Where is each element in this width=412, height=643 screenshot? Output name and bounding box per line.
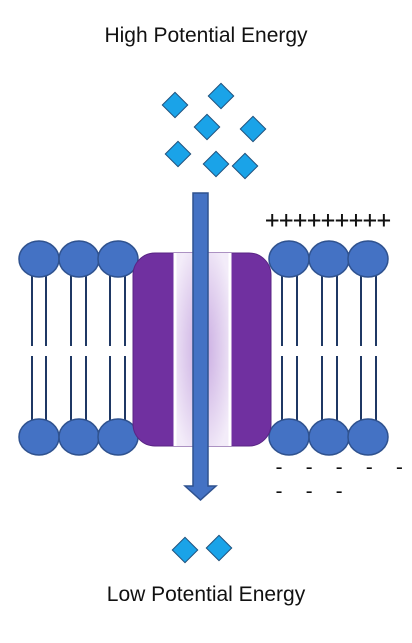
low-potential-energy-label: Low Potential Energy bbox=[106, 583, 306, 606]
ion-diamond-icon bbox=[231, 152, 259, 180]
phospholipid-head bbox=[268, 418, 310, 456]
phospholipid-head bbox=[58, 240, 100, 278]
ions-top bbox=[161, 82, 267, 180]
lipid-tails bbox=[31, 272, 377, 424]
phospholipid-head bbox=[268, 240, 310, 278]
phospholipid-head bbox=[347, 418, 389, 456]
ion-diamond-icon bbox=[193, 113, 221, 141]
phospholipid-head bbox=[97, 418, 139, 456]
phospholipid-head bbox=[347, 240, 389, 278]
positive-charges: +++++++++ bbox=[265, 206, 391, 234]
phospholipid-head bbox=[308, 418, 350, 456]
ions-bottom bbox=[171, 534, 233, 564]
ion-diamond-icon bbox=[164, 140, 192, 168]
negative-charges: - - - - - - - - bbox=[273, 455, 409, 503]
ion-diamond-icon bbox=[171, 536, 199, 564]
high-potential-energy-label: High Potential Energy bbox=[104, 24, 308, 47]
ion-diamond-icon bbox=[161, 91, 189, 119]
phospholipid-head bbox=[18, 240, 60, 278]
lipid-heads bbox=[18, 240, 389, 456]
ion-diamond-icon bbox=[202, 150, 230, 178]
ion-diamond-icon bbox=[205, 534, 233, 562]
ion-diamond-icon bbox=[239, 115, 267, 143]
phospholipid-head bbox=[18, 418, 60, 456]
phospholipid-head bbox=[58, 418, 100, 456]
phospholipid-head bbox=[308, 240, 350, 278]
ion-diamond-icon bbox=[207, 82, 235, 110]
phospholipid-head bbox=[97, 240, 139, 278]
down-arrow-icon bbox=[183, 192, 218, 502]
